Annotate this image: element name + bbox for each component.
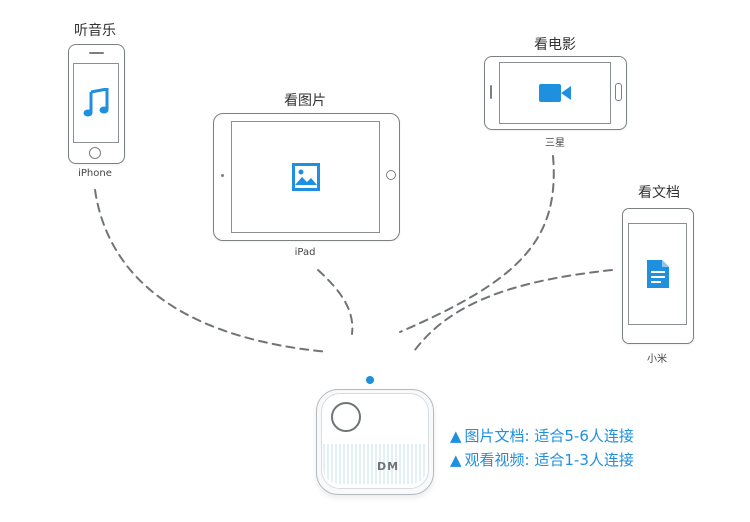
iphone-screen [73,63,119,143]
samsung-home-button [615,83,622,101]
dm-hub-device: DM [316,389,434,495]
samsung-title: 看电影 [534,37,576,53]
info-text-video: 观看视频: 适合1-3人连接 [464,451,634,469]
iphone-device [68,44,125,164]
xiaomi-label: 小米 [647,354,667,365]
ipad-screen [231,121,380,233]
link-samsung [399,155,555,333]
video-camera-icon [539,84,571,102]
samsung-speaker [490,85,492,99]
ipad-label: iPad [294,247,316,258]
hub-power-button[interactable] [331,402,361,432]
bullet-triangle-icon: ▲ [450,427,462,445]
samsung-device [484,56,627,130]
image-icon [291,163,320,191]
link-ipad [317,269,354,335]
ipad-title: 看图片 [284,93,326,109]
xiaomi-device [622,208,694,344]
music-note-icon [83,88,109,117]
ipad-home-button [386,170,396,180]
hub-brand-logo: DM [377,460,400,473]
samsung-screen [499,62,611,124]
iphone-label: iPhone [78,168,112,179]
samsung-label: 三星 [545,138,565,149]
status-light [366,376,374,384]
info-line-docs: ▲图片文档: 适合5-6人连接 [450,425,634,446]
link-xiaomi [411,269,613,355]
iphone-home-button [89,147,101,159]
ipad-camera [221,174,224,177]
link-iphone [94,189,329,353]
info-line-video: ▲观看视频: 适合1-3人连接 [450,449,634,470]
xiaomi-screen [628,223,687,325]
iphone-speaker [89,52,104,54]
document-icon [646,260,669,288]
bullet-triangle-icon: ▲ [450,451,462,469]
xiaomi-title: 看文档 [638,185,680,201]
ipad-device [213,113,400,241]
iphone-title: 听音乐 [74,23,116,39]
info-text-docs: 图片文档: 适合5-6人连接 [464,427,634,445]
hub-bottom-stripes [323,444,427,484]
